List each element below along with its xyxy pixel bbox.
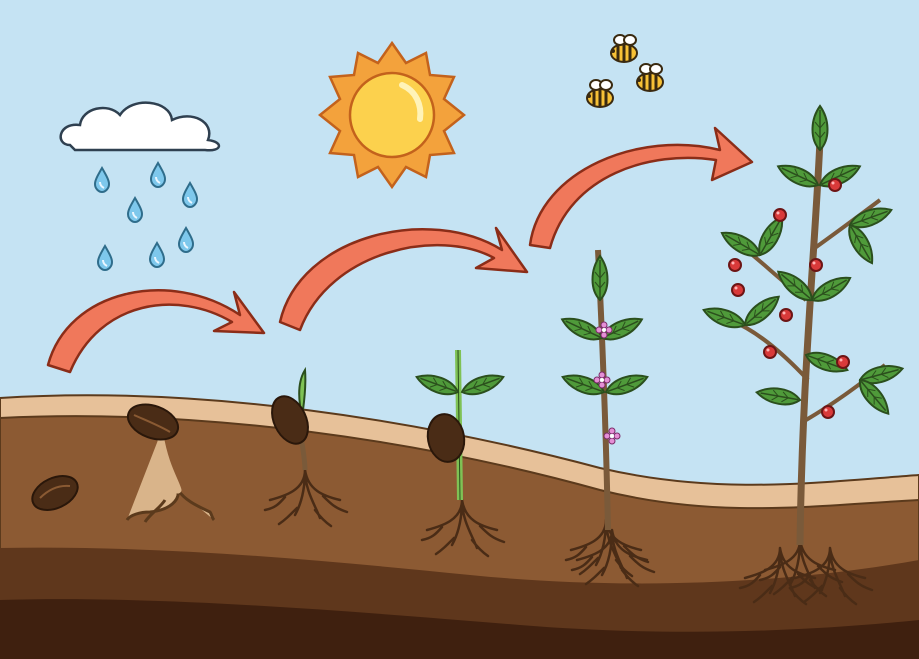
plant-life-cycle-diagram [0,0,919,659]
